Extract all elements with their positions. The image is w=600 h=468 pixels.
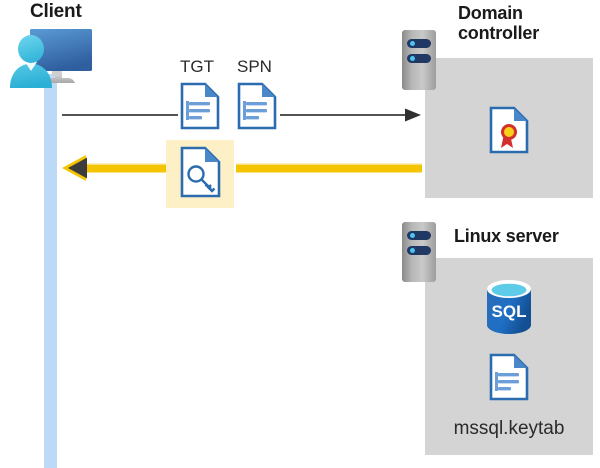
client-title: Client [30,1,82,22]
server-bay-1 [407,231,431,240]
response-flow-arrow [62,155,422,181]
server-rack-icon-linux-server [402,222,436,282]
keytab-filename-label: mssql.keytab [453,418,565,439]
domain-controller-title-line2: controller [458,23,540,44]
tgt-label: TGT [180,57,214,76]
client-lifeline [44,74,57,468]
server-rack-icon-domain-controller [402,30,436,90]
server-bay-2 [407,246,431,255]
keytab-document-icon [489,353,529,406]
key-document-icon [180,146,221,203]
server-led-icon [410,233,415,238]
sql-database-label: SQL [492,302,527,321]
user-with-monitor-icon [8,26,104,88]
sql-database-icon: SQL [483,278,535,341]
domain-controller-title-line1: Domain [458,3,523,23]
spn-label: SPN [237,57,272,76]
domain-controller-title: Domain controller [458,3,578,43]
server-bay-1 [407,39,431,48]
server-led-icon [410,56,415,61]
tgt-document-icon [180,82,220,135]
linux-server-title: Linux server [454,226,559,246]
spn-document-icon [237,82,277,135]
certificate-document-icon [489,106,529,159]
server-led-icon [410,41,415,46]
server-bay-2 [407,54,431,63]
server-led-icon [410,248,415,253]
